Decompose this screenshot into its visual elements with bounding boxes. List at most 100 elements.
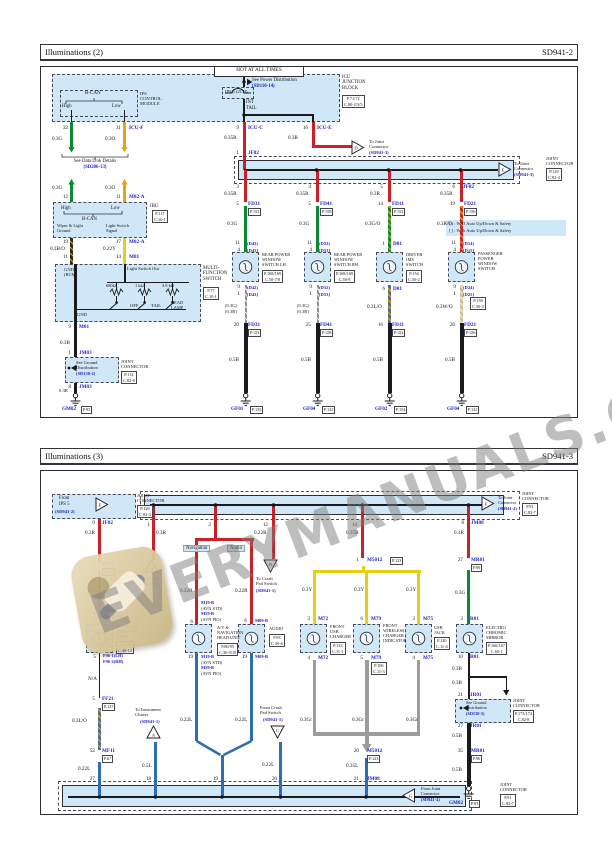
junction-dot	[459, 706, 463, 710]
label-0-3r: 0.3R	[156, 530, 166, 536]
resistor-icon	[165, 287, 180, 297]
label-9: 9	[453, 284, 456, 290]
label-0-3g: (0.3G)	[225, 303, 238, 308]
connector-arrow-G-letter: G	[409, 794, 413, 799]
ref-label-p-158-c-50-3: P.158 C.50-3	[470, 297, 486, 311]
label-fd21: FD21	[464, 322, 477, 328]
ground-symbol-icon	[240, 392, 251, 406]
label-gm02: GM02	[449, 800, 464, 806]
label-0-5b: 0.5B	[301, 357, 311, 363]
label-sd941-2[interactable]: (SD941-2)	[55, 509, 75, 514]
label-sd941-1[interactable]: (SD941-1)	[263, 717, 283, 722]
wire-Y	[313, 570, 421, 573]
label-icu-f: ICU-F	[129, 125, 144, 131]
label-32: 32	[62, 125, 68, 131]
label-0-3l-o: 0.3L/O	[367, 304, 382, 310]
wire-Y	[313, 572, 316, 624]
hot-at-all-times-box	[214, 66, 304, 77]
label-avn-std: (AVN STD)	[201, 659, 223, 665]
audio-unit-element-icon	[249, 634, 254, 643]
label-joint-connector: JOINT CONNECTOR	[513, 698, 540, 708]
ref-label-p-154-c-50-2: P.154 C.50-2	[406, 270, 422, 284]
label-from-ips5: From IPS5	[139, 576, 160, 581]
label-n-a: N/A	[88, 676, 97, 682]
label-9: 9	[236, 125, 239, 131]
label-sd941-1[interactable]: (SD941-1)	[256, 588, 276, 593]
joint-connector-outer-1	[234, 156, 520, 184]
wire-R	[152, 505, 155, 560]
label-d42: (D42)	[247, 285, 258, 290]
label-m72: M72	[318, 616, 329, 622]
wire-WO	[460, 285, 463, 323]
label-1: 1	[236, 150, 239, 156]
label-d14: (D14)	[463, 241, 474, 246]
label-680: 680Ω	[106, 283, 116, 288]
label-low: Low	[112, 104, 121, 109]
label-from: From	[59, 496, 70, 501]
label-sd941-1[interactable]: (SD941-1)	[140, 719, 160, 724]
label-0-3gr: 0.3Gr	[352, 717, 364, 723]
label-m19-b: M19-B	[201, 654, 214, 659]
ref-label-p-93-c-30-6: P.93 C.30-6	[269, 634, 285, 648]
label-sd130-3[interactable]: (SD130-3)	[466, 711, 485, 716]
connector-arrow-E	[498, 162, 512, 177]
label-f96-2-rh: F96-2(RH)	[103, 659, 124, 664]
ground-symbol-icon	[384, 392, 395, 406]
wire-L	[195, 653, 198, 741]
label-joint-connector: JOINT CONNECTOR	[522, 491, 549, 501]
label-0-3b: 0.3B	[452, 666, 462, 672]
ref-label-p-120-c-11-4: P.120 C.11-4	[434, 637, 450, 651]
label-to-crash-pad-switch: To Crash Pad Switch	[256, 576, 277, 587]
label-1: 1	[68, 350, 71, 356]
label-fd41: FD41	[320, 201, 333, 207]
label-sd130-2[interactable]: (SD130-2)	[76, 371, 96, 376]
label-light-switch-out: Light Switch Out	[127, 266, 159, 271]
label-12: 12	[262, 522, 268, 528]
driver-ims-switch	[376, 252, 403, 282]
label-gm02: GM02	[62, 406, 77, 412]
label-6: 6	[93, 611, 96, 617]
label-sd941-4[interactable]: (SD941-4)	[421, 797, 440, 802]
label-d25: [D25]	[463, 291, 474, 297]
label-sd941-2[interactable]: (SD941-2)	[139, 582, 159, 587]
label-b-can: B-CAN	[82, 217, 97, 222]
label-sd206-13[interactable]: (SD206-13)	[83, 165, 107, 170]
ref-label-p-129-c-82-4: P.129 C.82-4	[546, 168, 562, 182]
wire-B	[74, 309, 186, 311]
label-0-22r: 0.22R	[254, 530, 267, 536]
label-mr01: MR01	[471, 557, 485, 563]
label-d01: D01	[393, 286, 402, 292]
wire-B	[74, 383, 77, 393]
label-sd941-3[interactable]: (SD941-3)	[514, 172, 534, 177]
label-m02-a: M02-A	[129, 239, 145, 245]
label-fd21: FD21	[464, 201, 477, 207]
label-0-22l: 0.22L	[235, 717, 248, 723]
electro-chromic-mirror	[456, 624, 483, 653]
ref-label-p-90: P.90	[471, 564, 483, 572]
wire-R	[214, 505, 217, 540]
wire-B	[469, 676, 507, 678]
label-joint-connector: JOINT CONNECTOR	[546, 156, 574, 167]
label-0-35l: 0.35L	[346, 763, 359, 769]
wire-Gr	[416, 660, 420, 735]
label-sd941-4[interactable]: (SD941-4)	[498, 506, 517, 511]
ref-label-p-93: P.93	[469, 800, 481, 808]
ref-label-p-71-72-c-80-2-3-5: P.71/72 C.80-2/3/5	[342, 95, 365, 109]
label-sd941-3[interactable]: (SD941-3)	[369, 150, 389, 155]
ground-symbol-icon	[70, 392, 81, 406]
label-6: 6	[190, 619, 193, 625]
label-9: 9	[92, 520, 95, 526]
label-to-instrument-cluster: To Instrument Cluster	[135, 707, 161, 718]
wire-Gr	[312, 732, 369, 736]
label-r01: R01	[470, 616, 479, 622]
label-3: 3	[412, 616, 415, 622]
label-d42: (D42)	[247, 241, 258, 246]
label-0-35r: 0.35R	[224, 191, 237, 197]
label-0-35r: 0.35R	[440, 191, 453, 197]
wire-Gr	[365, 732, 420, 736]
label-sd110-14[interactable]: (SD110-14)	[252, 84, 275, 89]
wire-R	[467, 505, 470, 558]
label-0-3b: 0.3B	[452, 680, 462, 686]
label-ibu: IBU	[150, 204, 159, 209]
fuse-ips5	[222, 87, 254, 99]
